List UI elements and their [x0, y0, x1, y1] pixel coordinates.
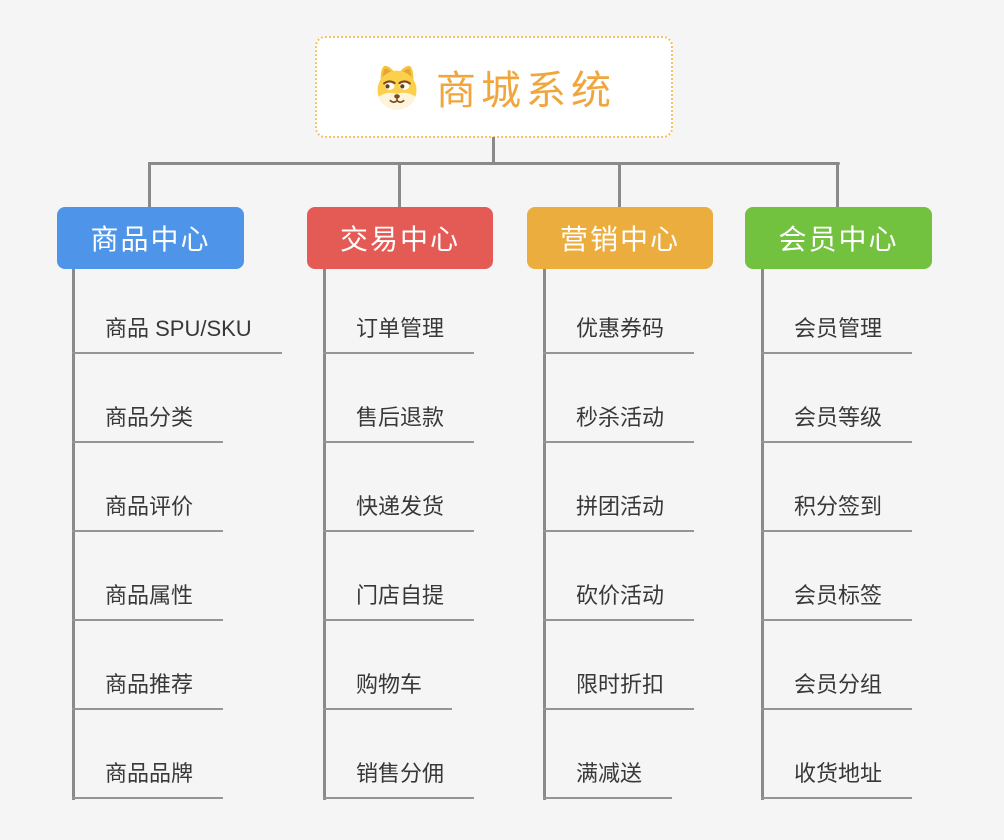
trunk-line-trade-center [323, 269, 326, 800]
drop-line-marketing-center [618, 162, 621, 208]
leaf-node[interactable]: 商品 SPU/SKU [72, 269, 282, 354]
leaf-node[interactable]: 收货地址 [761, 710, 913, 799]
drop-line-trade-center [398, 162, 401, 208]
leaf-node[interactable]: 订单管理 [323, 269, 475, 354]
leaf-label: 积分签到 [794, 494, 883, 519]
leaf-node[interactable]: 商品分类 [72, 354, 224, 443]
leaf-label: 商品推荐 [105, 672, 194, 697]
leaf-node[interactable]: 满减送 [543, 710, 673, 799]
leaf-label: 会员分组 [794, 672, 883, 697]
leaf-label: 会员标签 [794, 583, 883, 608]
leaf-node[interactable]: 会员分组 [761, 621, 913, 710]
leaf-label: 商品评价 [105, 494, 194, 519]
leaf-label: 优惠券码 [576, 316, 665, 341]
branch-node-member-center[interactable]: 会员中心 [745, 207, 932, 269]
leaf-node[interactable]: 购物车 [323, 621, 453, 710]
leaf-node[interactable]: 秒杀活动 [543, 354, 695, 443]
leaf-node[interactable]: 商品评价 [72, 443, 224, 532]
leaf-label: 会员等级 [794, 405, 883, 430]
branch-node-product-center[interactable]: 商品中心 [57, 207, 244, 269]
leaf-label: 商品分类 [105, 405, 194, 430]
leaf-node[interactable]: 会员等级 [761, 354, 913, 443]
leaf-node[interactable]: 商品推荐 [72, 621, 224, 710]
leaf-column-trade-center: 订单管理 售后退款 快递发货 门店自提 购物车 销售分佣 [323, 269, 573, 799]
drop-line-member-center [836, 162, 839, 208]
dog-face-icon [377, 65, 417, 110]
branch-label: 交易中心 [339, 224, 460, 255]
leaf-label: 砍价活动 [576, 583, 665, 608]
root-title: 商城系统 [436, 69, 616, 113]
branch-node-marketing-center[interactable]: 营销中心 [527, 207, 713, 269]
branch-label: 会员中心 [778, 224, 899, 255]
trunk-line-marketing-center [543, 269, 546, 800]
leaf-label: 订单管理 [356, 316, 445, 341]
root-node[interactable]: 商城系统 [315, 36, 673, 138]
leaf-node[interactable]: 商品属性 [72, 532, 224, 621]
leaf-node[interactable]: 积分签到 [761, 443, 913, 532]
leaf-label: 限时折扣 [576, 672, 665, 697]
leaf-label: 销售分佣 [356, 761, 445, 786]
leaf-label: 商品属性 [105, 583, 194, 608]
leaf-label: 满减送 [576, 761, 643, 786]
leaf-node[interactable]: 门店自提 [323, 532, 475, 621]
leaf-label: 快递发货 [356, 494, 445, 519]
leaf-node[interactable]: 快递发货 [323, 443, 475, 532]
leaf-label: 售后退款 [356, 405, 445, 430]
leaf-label: 购物车 [356, 672, 423, 697]
leaf-node[interactable]: 限时折扣 [543, 621, 695, 710]
leaf-label: 门店自提 [356, 583, 445, 608]
leaf-node[interactable]: 拼团活动 [543, 443, 695, 532]
leaf-label: 秒杀活动 [576, 405, 665, 430]
leaf-node[interactable]: 会员管理 [761, 269, 913, 354]
trunk-line-member-center [761, 269, 764, 800]
leaf-node[interactable]: 商品品牌 [72, 710, 224, 799]
branch-label: 营销中心 [559, 224, 680, 255]
leaf-label: 商品 SPU/SKU [105, 316, 252, 341]
leaf-node[interactable]: 会员标签 [761, 532, 913, 621]
branch-bus-line [148, 162, 840, 165]
root-stem-line [492, 137, 495, 164]
leaf-column-member-center: 会员管理 会员等级 积分签到 会员标签 会员分组 收货地址 [761, 269, 1004, 799]
leaf-label: 会员管理 [794, 316, 883, 341]
leaf-node[interactable]: 砍价活动 [543, 532, 695, 621]
branch-label: 商品中心 [90, 224, 211, 255]
leaf-label: 拼团活动 [576, 494, 665, 519]
leaf-node[interactable]: 售后退款 [323, 354, 475, 443]
leaf-node[interactable]: 优惠券码 [543, 269, 695, 354]
leaf-label: 商品品牌 [105, 761, 194, 786]
leaf-node[interactable]: 销售分佣 [323, 710, 475, 799]
leaf-label: 收货地址 [794, 761, 883, 786]
leaf-column-marketing-center: 优惠券码 秒杀活动 拼团活动 砍价活动 限时折扣 满减送 [543, 269, 793, 799]
drop-line-product-center [148, 162, 151, 208]
leaf-column-product-center: 商品 SPU/SKU 商品分类 商品评价 商品属性 商品推荐 商品品牌 [72, 269, 322, 799]
branch-node-trade-center[interactable]: 交易中心 [307, 207, 493, 269]
trunk-line-product-center [72, 269, 75, 800]
